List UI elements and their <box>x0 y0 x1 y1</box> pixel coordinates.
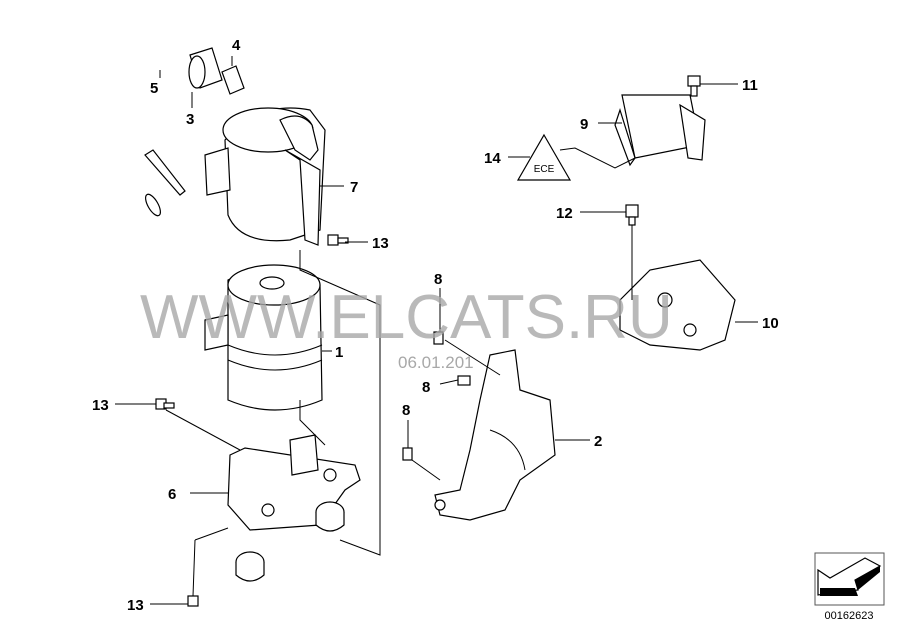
callout-2: 2 <box>594 433 602 450</box>
part-8-screw[interactable] <box>457 375 471 386</box>
part-3-rubber-bushing[interactable] <box>188 47 223 89</box>
callout-8: 8 <box>402 402 410 419</box>
part-13-screw[interactable] <box>187 595 199 607</box>
callout-8: 8 <box>434 271 442 288</box>
part-1-motor[interactable] <box>204 264 323 411</box>
rubber-bushing[interactable] <box>235 551 265 582</box>
part-12-screw[interactable] <box>625 204 639 226</box>
part-8-screw[interactable] <box>433 331 444 345</box>
callout-10: 10 <box>762 315 779 332</box>
callout-6: 6 <box>168 486 176 503</box>
part-13-screw[interactable] <box>327 234 349 246</box>
part-5-screw[interactable] <box>143 149 186 218</box>
part-9-sensor[interactable] <box>614 94 706 167</box>
callout-14: 14 <box>484 150 501 167</box>
part-8-screw[interactable] <box>402 447 413 461</box>
callout-12: 12 <box>556 205 573 222</box>
svg-text:ECE: ECE <box>534 164 555 175</box>
callout-13: 13 <box>127 597 144 614</box>
part-13-screw[interactable] <box>155 398 175 410</box>
callout-9: 9 <box>580 116 588 133</box>
watermark-date: 06.01.201 <box>398 353 474 372</box>
part-10-latch[interactable] <box>619 259 736 351</box>
callout-1: 1 <box>335 344 343 361</box>
callout-8: 8 <box>422 379 430 396</box>
callout-13: 13 <box>372 235 389 252</box>
part-4-pin[interactable] <box>221 65 245 95</box>
callout-3: 3 <box>186 111 194 128</box>
rubber-bushing[interactable] <box>315 501 345 532</box>
callout-4: 4 <box>232 37 241 54</box>
part-11-screw[interactable] <box>687 75 701 97</box>
callout-13: 13 <box>92 397 109 414</box>
arrow-shadow-icon <box>820 588 858 596</box>
part-14-warning-label[interactable]: ECE <box>516 133 572 181</box>
callout-5: 5 <box>150 80 158 97</box>
diagram-nav-arrow[interactable] <box>814 552 885 606</box>
part-7-upper-housing[interactable] <box>204 107 326 246</box>
callout-7: 7 <box>350 179 358 196</box>
callout-11: 11 <box>742 77 758 94</box>
leader-lines <box>115 56 758 605</box>
part-2-bracket[interactable] <box>434 349 556 521</box>
watermark: WWW.ELCATS.RU <box>140 283 673 352</box>
diagram-code: 00162623 <box>825 610 874 622</box>
